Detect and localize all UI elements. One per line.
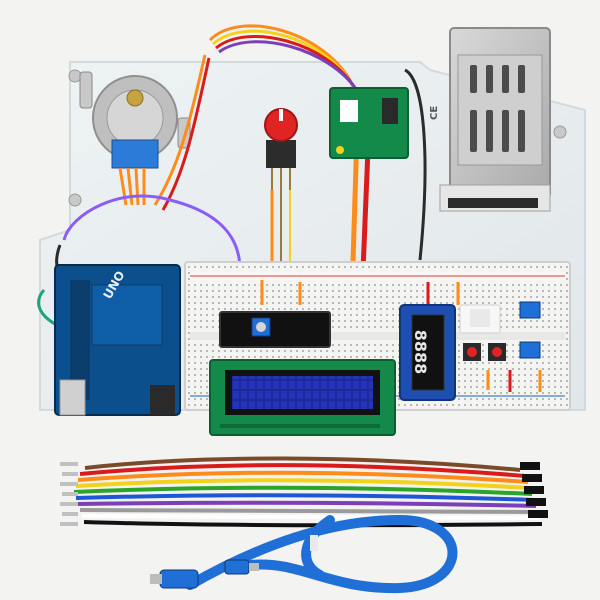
power-supply-module: CE (429, 27, 551, 212)
arduino-uno-board: UNO (54, 264, 181, 416)
stepper-motor (79, 71, 191, 206)
tactile-buttons (463, 343, 506, 361)
lcd-module (209, 359, 396, 436)
seven-segment-digits: 8888 (411, 330, 430, 375)
humidity-sensor (459, 304, 501, 334)
seven-segment-display: 8888 (399, 304, 456, 401)
green-module (329, 87, 409, 159)
psu-vent-slots (470, 65, 525, 152)
blue-trimmers (519, 301, 541, 359)
usb-cable (150, 514, 458, 594)
jumper-pins-left (60, 462, 78, 526)
psu-label: CE (429, 106, 440, 120)
breadboard-jumpers (260, 280, 542, 392)
jumper-wire-bundle (60, 456, 548, 528)
jumper-housings-right (520, 462, 548, 518)
i2c-backpack (219, 311, 331, 348)
potentiometer (264, 108, 298, 280)
